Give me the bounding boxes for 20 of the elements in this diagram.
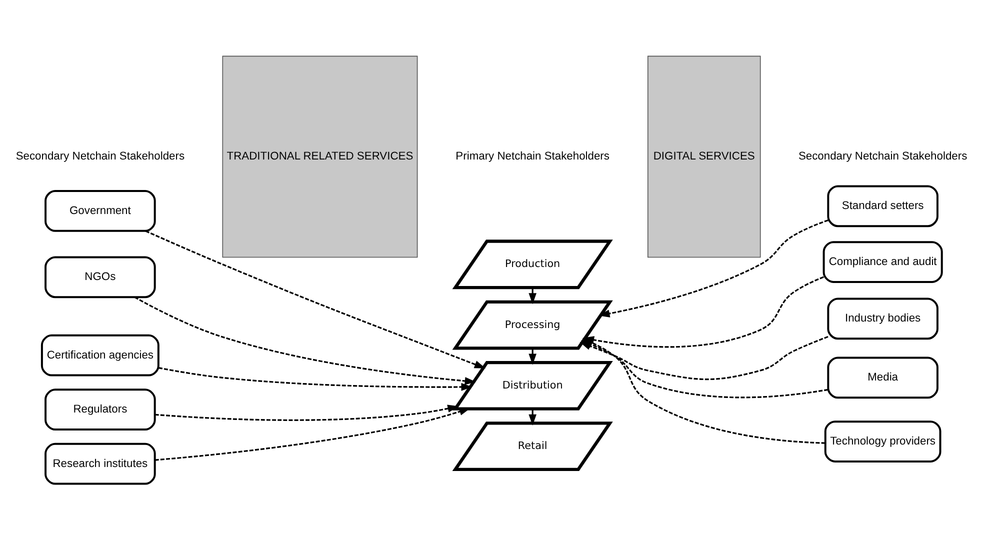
node-box: Technology providers	[824, 420, 942, 462]
node-box: Compliance and audit	[822, 240, 943, 282]
node-box: Regulators	[44, 388, 156, 430]
node-box: Government	[44, 190, 156, 232]
arrow	[598, 218, 828, 317]
node-box: Research institutes	[44, 442, 156, 484]
arrow	[145, 230, 486, 368]
node-box: Standard setters	[827, 184, 938, 227]
node-box: Media	[827, 356, 938, 398]
node-box: TRADITIONAL RELATED SERVICES	[222, 55, 418, 258]
node-box: Industry bodies	[827, 297, 938, 340]
label: Secondary Netchain Stakeholders	[16, 150, 185, 162]
node-box: NGOs	[44, 256, 156, 298]
arrow	[134, 296, 476, 384]
node-box: Certification agencies	[40, 334, 160, 376]
arrow	[158, 366, 472, 390]
node-box: DIGITAL SERVICES	[647, 55, 761, 258]
label: Primary Netchain Stakeholders	[456, 150, 610, 162]
arrow	[154, 407, 470, 460]
label: Secondary Netchain Stakeholders	[798, 150, 968, 162]
